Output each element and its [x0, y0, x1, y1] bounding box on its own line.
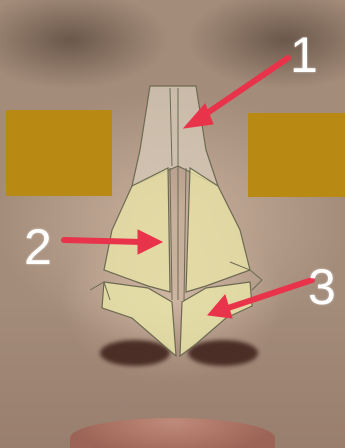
- callout-number-3: 3: [308, 262, 336, 312]
- eye-censor-bar-left: [6, 110, 112, 196]
- upper-lateral-cartilage-left: [104, 168, 170, 292]
- callout-number-1: 1: [290, 30, 318, 80]
- upper-lateral-cartilage-right: [186, 168, 250, 292]
- nasal-bones: [132, 86, 218, 186]
- lower-lateral-cartilage-left: [102, 282, 176, 356]
- callout-number-2: 2: [24, 222, 52, 272]
- eye-censor-bar-right: [248, 113, 345, 197]
- lower-lateral-cartilage-right: [180, 282, 252, 356]
